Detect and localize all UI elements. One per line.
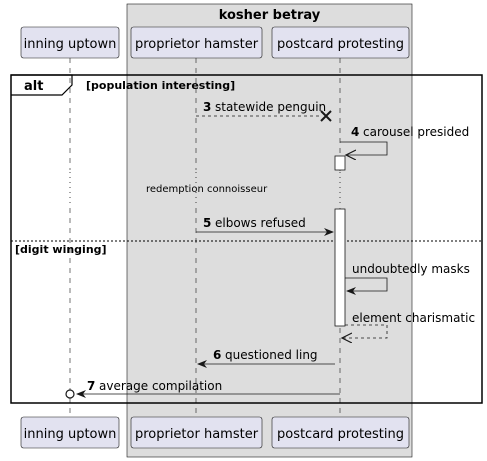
participant-postcard-protesting-bottom[interactable]: postcard protesting (271, 416, 410, 449)
message-label: questioned ling (225, 348, 318, 362)
divider-label: redemption connoisseur (146, 184, 268, 195)
message-label: statewide penguin (215, 100, 326, 114)
message-label: element charismatic (352, 311, 475, 325)
message-number: 6 (213, 348, 221, 362)
participant-label: proprietor hamster (135, 427, 259, 442)
participant-label: inning uptown (24, 427, 117, 442)
message-label: carousel presided (363, 125, 469, 139)
participant-postcard-protesting-top[interactable]: postcard protesting (271, 26, 410, 59)
lost-message-circle-icon (65, 389, 75, 399)
destroy-icon (320, 110, 332, 122)
message-5: 5 elbows refused (196, 216, 334, 236)
participant-label: proprietor hamster (135, 37, 259, 52)
message-undoubtedly-masks: undoubtedly masks (345, 262, 470, 295)
message-number: 7 (87, 379, 95, 393)
message-6: 6 questioned ling (197, 348, 335, 368)
message-element-charismatic: element charismatic (342, 311, 475, 338)
participant-label: inning uptown (24, 37, 117, 52)
message-number: 3 (203, 100, 211, 114)
else-guard: [digit winging] (15, 243, 107, 256)
message-number: 4 (351, 125, 359, 139)
alt-fragment-tab (11, 74, 73, 96)
alt-guard: [population interesting] (86, 79, 235, 92)
activation-bar (334, 208, 346, 327)
message-label: average compilation (99, 379, 222, 393)
message-3: 3 statewide penguin (196, 100, 332, 122)
alt-fragment (10, 74, 483, 404)
participant-inning-uptown-bottom[interactable]: inning uptown (20, 416, 120, 449)
message-number: 5 (203, 216, 211, 230)
activation-bar (334, 155, 346, 171)
participant-box (126, 3, 413, 458)
message-label: undoubtedly masks (352, 262, 470, 276)
participant-proprietor-hamster-top[interactable]: proprietor hamster (130, 26, 263, 59)
participant-label: postcard protesting (277, 427, 404, 442)
alt-keyword: alt (24, 79, 43, 94)
participant-proprietor-hamster-bottom[interactable]: proprietor hamster (130, 416, 263, 449)
message-4: 4 carousel presided (340, 125, 469, 155)
box-title: kosher betray (219, 8, 321, 23)
participant-label: postcard protesting (277, 37, 404, 52)
message-7: 7 average compilation (65, 379, 340, 399)
participant-inning-uptown-top[interactable]: inning uptown (20, 26, 120, 59)
message-label: elbows refused (215, 216, 306, 230)
